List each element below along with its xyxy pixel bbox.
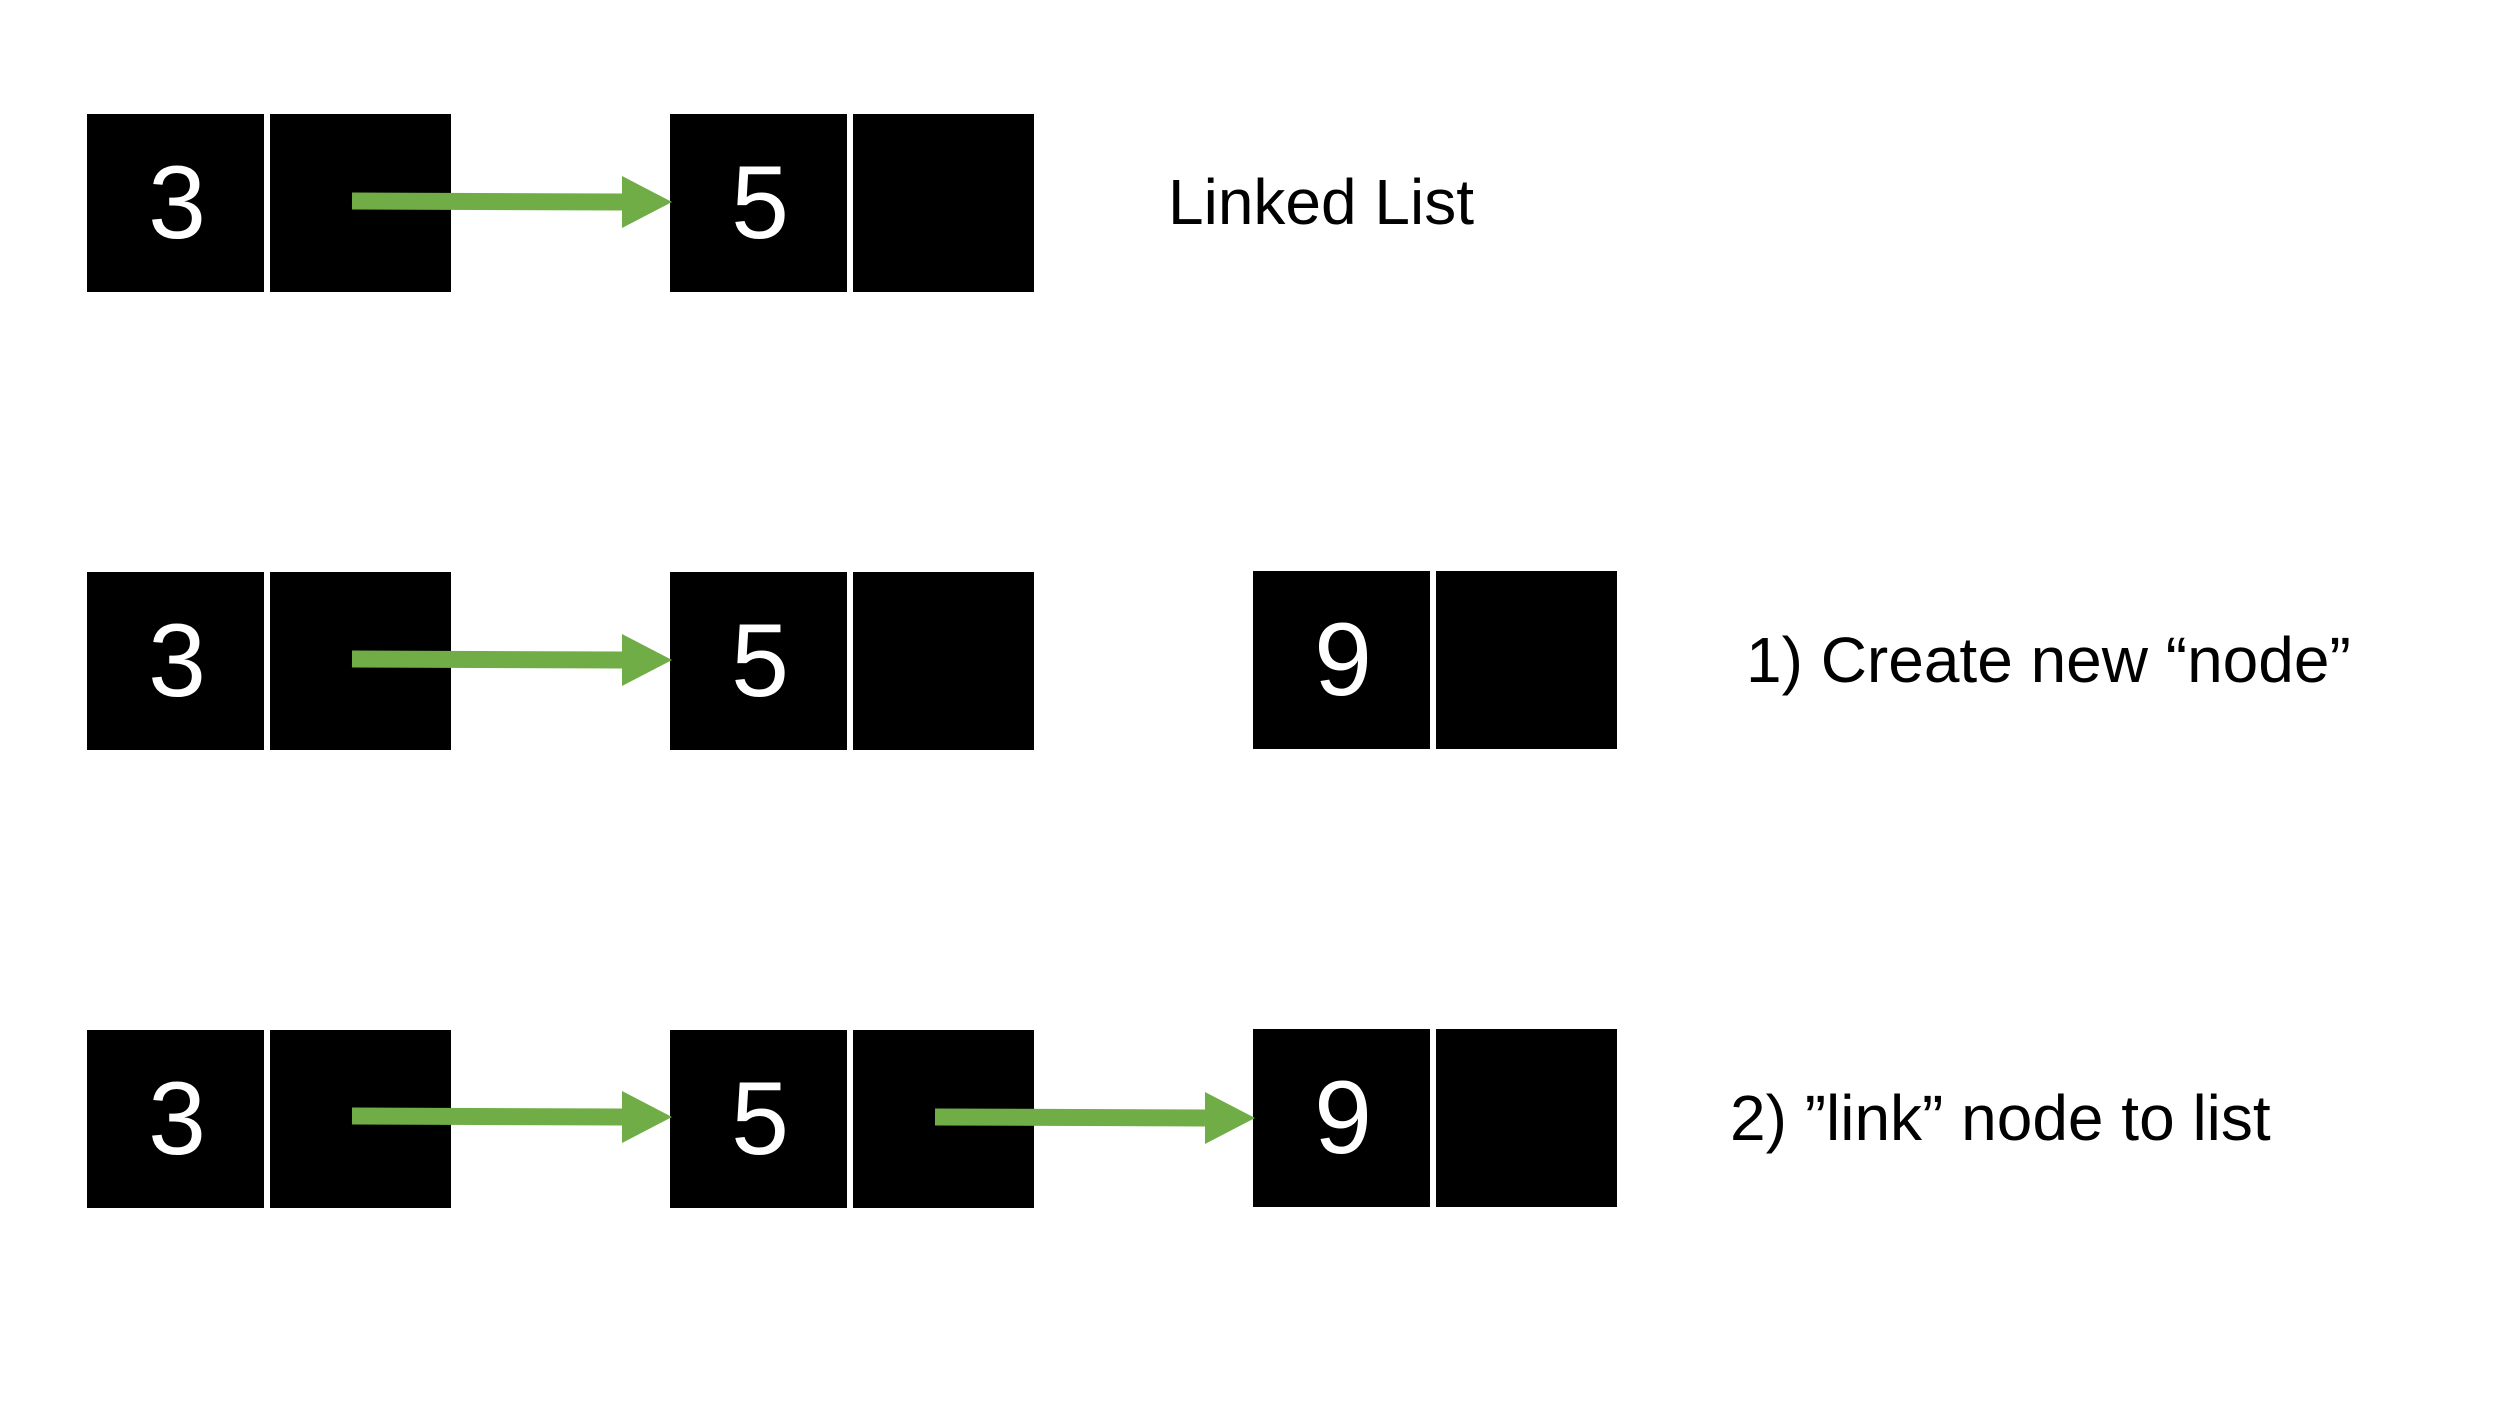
node-divider — [847, 114, 853, 292]
node-value: 5 — [731, 145, 789, 261]
row1-arrow-3-to-5 — [351, 176, 672, 228]
caption-linked-list: Linked List — [1168, 166, 1474, 238]
row1-node-2: 5 — [670, 114, 1034, 292]
node-value: 9 — [1314, 1060, 1372, 1176]
node-value: 3 — [148, 1061, 206, 1177]
node-divider — [847, 572, 853, 750]
row3-node-3: 9 — [1253, 1029, 1617, 1207]
row3-arrow-5-to-9 — [934, 1092, 1255, 1144]
row2-node-new: 9 — [1253, 571, 1617, 749]
row2-arrow-3-to-5 — [351, 634, 672, 686]
node-divider — [264, 114, 270, 292]
node-value: 3 — [148, 603, 206, 719]
node-value: 5 — [731, 603, 789, 719]
row2-node-2: 5 — [670, 572, 1034, 750]
node-divider — [1430, 571, 1436, 749]
caption-step-create-node: 1) Create new “node” — [1746, 624, 2351, 696]
node-value: 9 — [1314, 602, 1372, 718]
node-value: 3 — [148, 145, 206, 261]
node-divider — [847, 1030, 853, 1208]
node-divider — [1430, 1029, 1436, 1207]
node-divider — [264, 1030, 270, 1208]
node-value: 5 — [731, 1061, 789, 1177]
node-divider — [264, 572, 270, 750]
row3-arrow-3-to-5 — [351, 1091, 672, 1143]
caption-step-link-node: 2) ”link” node to list — [1730, 1082, 2271, 1154]
